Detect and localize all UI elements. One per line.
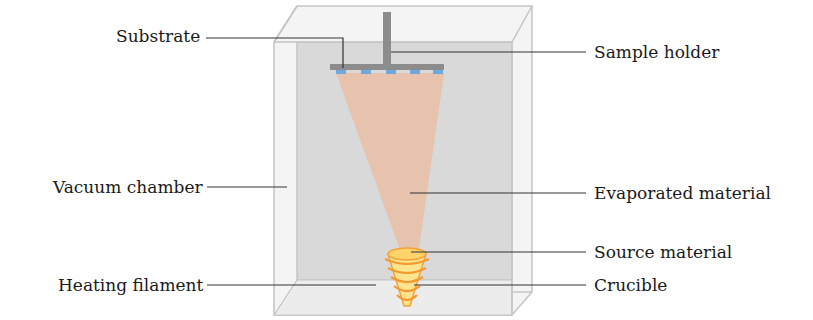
evaporated-beam — [336, 73, 444, 255]
chamber-edge — [511, 42, 513, 315]
chamber-edge — [274, 6, 297, 42]
chamber-edge — [512, 291, 532, 293]
sample-holder-label: Sample holder — [592, 42, 721, 62]
holder-plate — [330, 64, 444, 70]
source-material — [388, 248, 426, 260]
substrate-label: Substrate — [114, 26, 202, 46]
source-material-label: Source material — [592, 242, 734, 262]
chamber-back-wall — [297, 42, 512, 280]
substrates — [336, 70, 443, 74]
holder-stem — [383, 12, 391, 65]
evaporated-material-label: Evaporated material — [592, 183, 773, 203]
heating-filament-label: Heating filament — [56, 275, 205, 295]
vacuum-chamber-label: Vacuum chamber — [51, 177, 205, 197]
chamber-edge — [512, 6, 532, 42]
crucible-label: Crucible — [592, 275, 669, 295]
chamber-edge — [274, 41, 512, 43]
leader-lines — [206, 38, 586, 285]
chamber-edge — [297, 42, 298, 280]
heating-filament — [385, 259, 429, 300]
